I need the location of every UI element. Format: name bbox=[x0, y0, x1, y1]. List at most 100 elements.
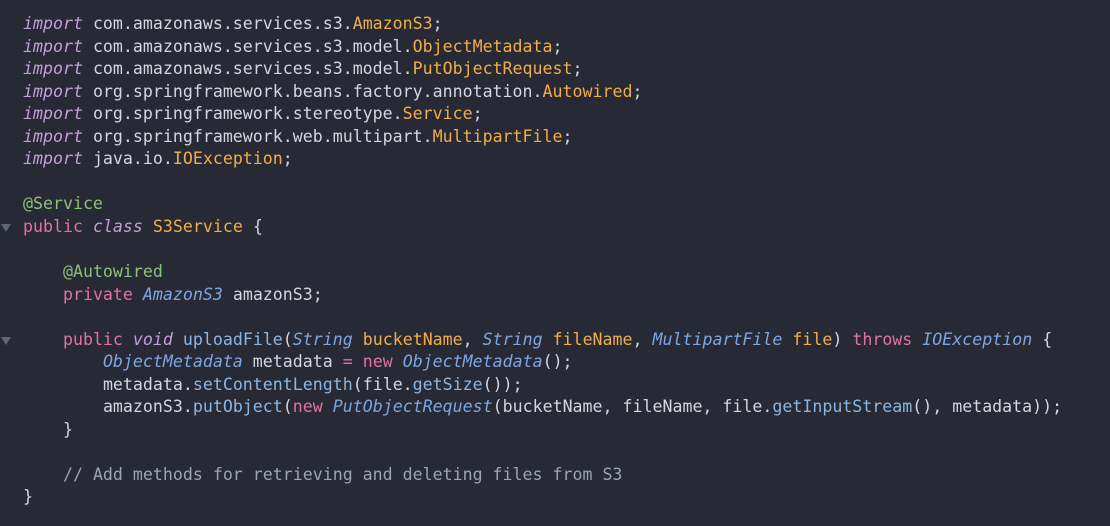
code-token-param: fileName bbox=[552, 329, 633, 349]
code-line[interactable]: import org.springframework.beans.factory… bbox=[23, 81, 1062, 104]
code-token-punc: ; bbox=[472, 104, 483, 124]
code-line[interactable]: @Service bbox=[23, 193, 1062, 216]
code-token-punc bbox=[543, 330, 553, 349]
code-token-pkg: org.springframework.stereotype. bbox=[82, 104, 403, 124]
code-token-cls: AmazonS3 bbox=[352, 14, 433, 33]
code-token-punc: (), bbox=[912, 397, 953, 417]
code-token-punc: { bbox=[1032, 329, 1053, 349]
code-token-param: bucketName bbox=[362, 329, 463, 349]
code-token-cls: IOException bbox=[172, 149, 283, 169]
code-token-pkg: com.amazonaws.services.s3.model. bbox=[82, 59, 413, 79]
code-token-kw-it: import bbox=[23, 104, 83, 124]
code-line[interactable]: import java.io.IOException; bbox=[23, 148, 1062, 171]
code-line[interactable]: import org.springframework.stereotype.Se… bbox=[23, 103, 1062, 126]
code-line[interactable]: import com.amazonaws.services.s3.model.P… bbox=[23, 58, 1062, 81]
code-token-punc: ; bbox=[632, 81, 643, 101]
code-token-pkg: com.amazonaws.services.s3. bbox=[82, 14, 353, 33]
code-token-pkg: org.springframework.beans.factory.annota… bbox=[82, 81, 543, 101]
code-line[interactable]: } bbox=[23, 419, 1062, 442]
code-token-punc bbox=[912, 330, 922, 349]
code-token-kw: = bbox=[342, 352, 353, 372]
code-token-cls: ObjectMetadata bbox=[412, 36, 553, 56]
code-token-punc bbox=[353, 330, 363, 349]
code-token-punc bbox=[323, 397, 333, 416]
code-token-pkg: java.io. bbox=[82, 149, 173, 169]
code-token-punc: ( bbox=[282, 329, 293, 349]
code-token-punc: ) bbox=[832, 329, 853, 349]
fold-arrow-down-icon[interactable] bbox=[1, 224, 11, 232]
code-line[interactable]: private AmazonS3 amazonS3; bbox=[23, 284, 1062, 307]
code-token-kw-it: import bbox=[23, 36, 83, 56]
code-token-kw: throws bbox=[852, 329, 913, 349]
code-line[interactable]: import com.amazonaws.services.s3.model.O… bbox=[23, 36, 1062, 59]
code-token-kw: public bbox=[23, 216, 83, 236]
code-token-ann: @Service bbox=[23, 194, 103, 214]
code-line[interactable]: @Autowired bbox=[23, 261, 1062, 284]
code-token-kw-it: class bbox=[92, 216, 143, 236]
code-line[interactable]: import com.amazonaws.services.s3.AmazonS… bbox=[23, 13, 1062, 36]
code-token-pkg: com.amazonaws.services.s3.model. bbox=[82, 36, 413, 56]
code-token-punc: { bbox=[242, 216, 263, 236]
code-token-punc: ; bbox=[312, 284, 323, 304]
code-line[interactable] bbox=[23, 306, 1062, 329]
code-line[interactable] bbox=[23, 441, 1062, 464]
code-token-cls: S3Service bbox=[152, 216, 243, 236]
code-token-kw-it: void bbox=[132, 329, 173, 349]
code-token-fn: uploadFile bbox=[182, 329, 283, 349]
code-token-punc: ( bbox=[352, 374, 363, 394]
code-line[interactable]: public void uploadFile(String bucketName… bbox=[23, 329, 1062, 352]
code-token-punc: ( bbox=[282, 397, 293, 417]
code-token-punc: , bbox=[462, 329, 483, 349]
code-area[interactable]: import com.amazonaws.services.s3.AmazonS… bbox=[23, 13, 1062, 509]
code-token-punc bbox=[123, 330, 133, 349]
code-token-punc bbox=[23, 352, 103, 371]
code-token-punc: ; bbox=[562, 126, 573, 146]
code-line[interactable]: ObjectMetadata metadata = new ObjectMeta… bbox=[23, 351, 1062, 374]
code-token-type: String bbox=[482, 329, 543, 349]
code-token-punc: } bbox=[23, 419, 73, 439]
fold-arrow-down-icon[interactable] bbox=[1, 337, 11, 345]
code-token-fn: getSize bbox=[412, 374, 483, 394]
code-token-com: // Add methods for retrieving and deleti… bbox=[62, 464, 623, 484]
editor-gutter bbox=[0, 0, 14, 526]
code-token-type: MultipartFile bbox=[652, 329, 783, 349]
code-token-kw: new bbox=[292, 397, 323, 417]
code-line[interactable] bbox=[23, 171, 1062, 194]
code-line[interactable]: // Add methods for retrieving and deleti… bbox=[23, 464, 1062, 487]
code-token-cls: Service bbox=[402, 104, 473, 124]
code-token-id: metadata. bbox=[102, 374, 193, 394]
code-token-punc bbox=[23, 465, 63, 484]
code-token-id: file. bbox=[362, 374, 413, 394]
code-token-punc bbox=[353, 352, 363, 371]
code-token-cls: Autowired bbox=[542, 81, 633, 101]
code-line[interactable]: public class S3Service { bbox=[23, 216, 1062, 239]
code-line[interactable] bbox=[23, 238, 1062, 261]
code-token-punc: (); bbox=[542, 352, 573, 372]
code-token-kw-it: import bbox=[23, 59, 83, 79]
code-token-punc bbox=[23, 375, 103, 394]
code-line[interactable]: } bbox=[23, 486, 1062, 509]
code-token-id: bucketName, fileName, file. bbox=[502, 397, 773, 417]
code-token-punc: ; bbox=[572, 59, 583, 79]
code-token-kw-it: import bbox=[23, 14, 83, 33]
code-line[interactable]: import org.springframework.web.multipart… bbox=[23, 126, 1062, 149]
code-token-punc: )); bbox=[1032, 397, 1063, 417]
code-token-punc bbox=[23, 262, 63, 281]
code-token-type: AmazonS3 bbox=[142, 284, 223, 304]
code-line[interactable]: amazonS3.putObject(new PutObjectRequest(… bbox=[23, 396, 1062, 419]
code-token-punc bbox=[143, 217, 153, 236]
code-token-type: IOException bbox=[922, 329, 1033, 349]
code-token-punc bbox=[23, 330, 63, 349]
code-token-type: ObjectMetadata bbox=[402, 352, 543, 372]
code-token-punc: } bbox=[23, 487, 33, 507]
code-token-punc bbox=[782, 330, 792, 349]
code-token-kw: private bbox=[62, 284, 133, 304]
code-token-fn: putObject bbox=[192, 397, 283, 417]
code-token-pkg: org.springframework.web.multipart. bbox=[82, 126, 433, 146]
code-token-kw-it: import bbox=[23, 126, 83, 146]
code-token-type: PutObjectRequest bbox=[332, 397, 493, 417]
code-token-cls: PutObjectRequest bbox=[412, 59, 573, 79]
code-token-punc: ; bbox=[282, 149, 293, 169]
code-line[interactable]: metadata.setContentLength(file.getSize()… bbox=[23, 374, 1062, 397]
